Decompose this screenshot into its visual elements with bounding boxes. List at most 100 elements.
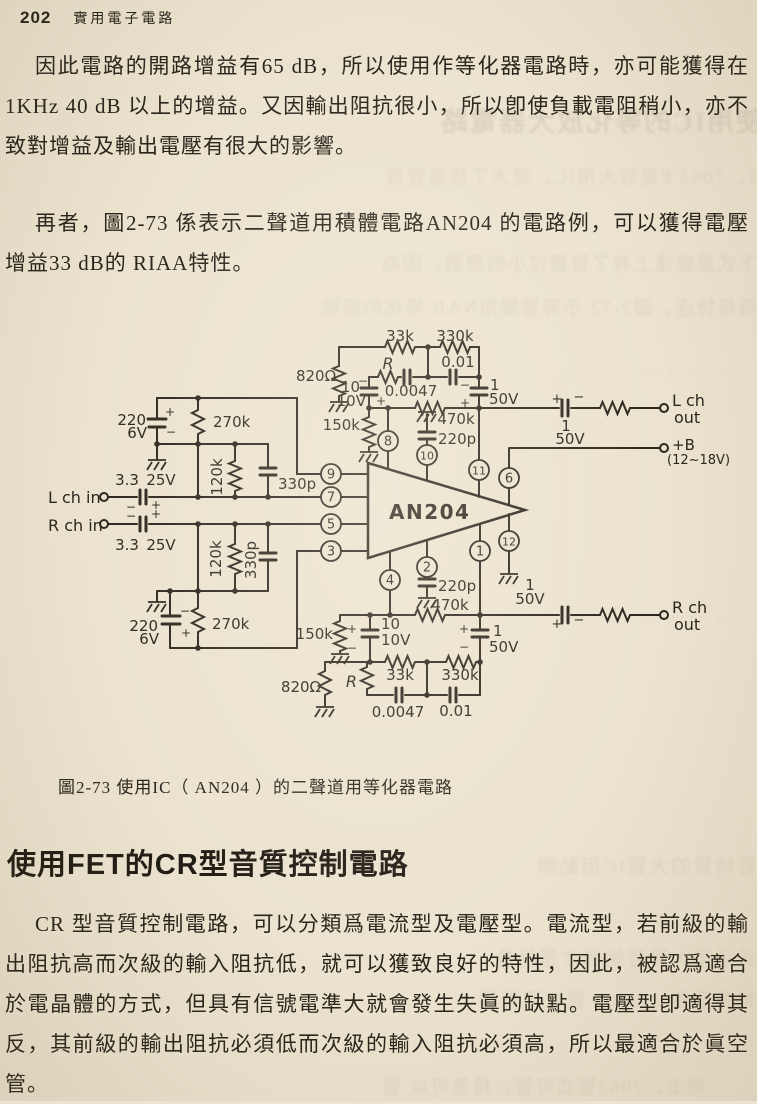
figure-label: 220: [129, 617, 158, 635]
figure-label: 820Ω: [281, 678, 321, 696]
figure-label: 270k: [213, 413, 251, 431]
pin-number: 6: [505, 472, 513, 487]
pin-number: 10: [420, 450, 434, 463]
pin-number: 3: [327, 545, 335, 560]
figure-label: 150k: [296, 625, 334, 643]
figure-label: 0.01: [439, 702, 472, 720]
figure-label: 1: [561, 417, 571, 435]
figure-label: +: [376, 394, 386, 408]
pin-number: 2: [423, 561, 431, 576]
pin-8: [377, 430, 399, 452]
pin-number: 7: [327, 491, 335, 506]
figure-label: out: [674, 615, 700, 634]
terminals: [99, 403, 669, 620]
circuit-wires: [107, 338, 661, 707]
figure-label: 1: [490, 376, 500, 394]
pin-number: 4: [386, 574, 394, 589]
pin-5: [320, 513, 342, 535]
figure-label: 220p: [438, 430, 476, 448]
figure-label: 50V: [555, 430, 585, 448]
junction-dots: [154, 344, 483, 698]
pin-number: 1: [476, 545, 484, 560]
figure-label: out: [674, 408, 700, 427]
pin-6: [498, 467, 520, 489]
pin-number: 9: [327, 468, 335, 483]
figure-label: 33k: [386, 327, 414, 345]
terminal-l-ch-out: [659, 403, 669, 413]
figure-label: −: [358, 374, 368, 388]
figure-label: +: [347, 622, 357, 636]
figure-label: +: [181, 626, 191, 640]
figure-label: −: [574, 613, 585, 628]
figure-label: 820Ω: [296, 367, 336, 385]
paragraph-open-loop-gain: 因此電路的開路增益有65 dB，所以使用作等化器電路時，亦可能獲得在1KHz 4…: [5, 54, 749, 158]
figure-label: L ch: [672, 391, 705, 410]
figure-label: 10: [341, 378, 360, 396]
section-heading: 使用FET的CR型音質控制電路: [7, 849, 409, 881]
figure-label: R: [382, 354, 393, 373]
figure-label: 33k: [386, 666, 414, 684]
figure-label: 330k: [441, 666, 479, 684]
figure-label: +B: [672, 436, 695, 454]
pin-7: [320, 486, 342, 508]
figure-label: 150k: [323, 416, 361, 434]
figure-label: 3.3: [115, 471, 139, 489]
figure-label: 220p: [438, 577, 476, 595]
figure-label: −: [460, 378, 470, 392]
figure-label: R: [346, 672, 357, 691]
figure-label: 330p: [242, 541, 260, 579]
figure-label: +: [165, 405, 175, 419]
ic-triangle-an204: [366, 461, 530, 560]
figure-label: L ch in: [48, 488, 101, 507]
figure-caption: 圖2-73 使用IC（ AN204 ）的二聲道用等化器電路: [58, 778, 453, 797]
figure-label: −: [180, 604, 190, 618]
figure-label: 1: [493, 622, 503, 640]
figure-label: +: [459, 622, 469, 636]
pin-1: [469, 540, 491, 562]
terminal-r-ch-out: [659, 610, 669, 620]
figure-label: AN204: [389, 500, 470, 524]
figure-label: 10V: [337, 392, 367, 410]
figure-label: −: [459, 640, 469, 654]
figure-label: 120k: [208, 458, 226, 496]
pin-number: 8: [384, 435, 392, 450]
pin-4: [379, 569, 401, 591]
figure-label: 470k: [437, 410, 475, 428]
figure-label: −: [126, 500, 136, 514]
figure-label: 25V: [146, 536, 176, 554]
figure-label: 330k: [436, 327, 474, 345]
figure-label: +: [151, 507, 161, 521]
figure-label: 50V: [515, 590, 545, 608]
figure-label: (12~18V): [667, 453, 730, 468]
figure-label: −: [126, 509, 136, 523]
terminal-l-ch-in: [99, 492, 109, 502]
figure-label: 270k: [212, 615, 250, 633]
figure-label: +: [460, 396, 470, 410]
figure-label: −: [574, 390, 585, 405]
page-header: 202 實用電子電路: [20, 8, 175, 28]
figure-label: 6V: [127, 424, 148, 442]
figure-label: 330p: [278, 475, 316, 493]
terminal-plus-b: [659, 443, 669, 453]
figure-label: 10V: [381, 631, 411, 649]
figure-label: R ch in: [48, 516, 103, 535]
figure-label: +: [552, 392, 563, 407]
figure-label: +: [151, 498, 161, 512]
figure-label: 120k: [207, 540, 225, 578]
figure-label: 0.0047: [385, 382, 438, 400]
figure-label: 0.01: [441, 353, 474, 371]
pin-2: [416, 556, 438, 578]
pin-12: [498, 530, 520, 552]
figure-label: +: [552, 617, 563, 632]
pin-number: 11: [472, 465, 486, 478]
pin-number: 12: [502, 536, 516, 549]
figure-label: 1: [525, 576, 535, 594]
pin-3: [320, 540, 342, 562]
paragraph-cr-tone-control: CR 型音質控制電路，可以分類爲電流型及電壓型。電流型，若前級的輸出阻抗高而次級…: [5, 912, 749, 1096]
figure-label: 470k: [431, 596, 469, 614]
figure-label: 0.0047: [372, 703, 425, 721]
figure-label: 6V: [139, 630, 160, 648]
figure-label: 10: [381, 615, 400, 633]
